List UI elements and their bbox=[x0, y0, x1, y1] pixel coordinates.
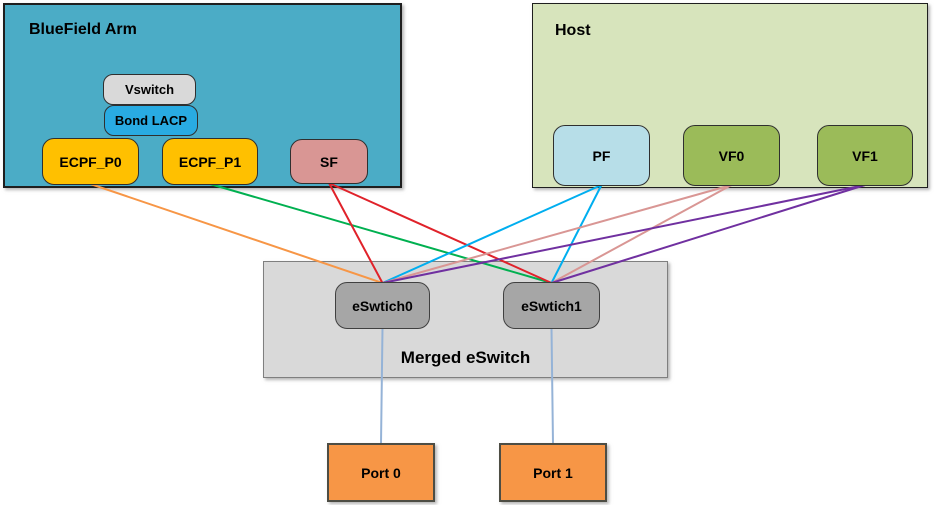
node-port1: Port 1 bbox=[499, 443, 607, 502]
node-vf0: VF0 bbox=[683, 125, 780, 186]
node-vswitch-label: Vswitch bbox=[124, 82, 175, 97]
node-eswtich1: eSwtich1 bbox=[503, 282, 600, 329]
host-title: Host bbox=[555, 22, 591, 39]
node-sf: SF bbox=[290, 139, 368, 184]
node-eswtich0: eSwtich0 bbox=[335, 282, 430, 329]
merged-eswitch-title: Merged eSwitch bbox=[400, 348, 531, 367]
node-bond-lacp-label: Bond LACP bbox=[114, 113, 188, 128]
node-pf: PF bbox=[553, 125, 650, 186]
merged-eswitch-container: Merged eSwitch bbox=[263, 261, 668, 378]
bluefield-arm-title: BlueField Arm bbox=[29, 21, 137, 38]
node-port0: Port 0 bbox=[327, 443, 435, 502]
node-vf0-label: VF0 bbox=[718, 147, 745, 164]
node-vswitch: Vswitch bbox=[103, 74, 196, 105]
node-ecpf-p1: ECPF_P1 bbox=[162, 138, 258, 185]
node-bond-lacp: Bond LACP bbox=[104, 105, 198, 136]
node-port0-label: Port 0 bbox=[361, 464, 401, 481]
node-vf1: VF1 bbox=[817, 125, 913, 186]
node-eswtich1-label: eSwtich1 bbox=[521, 297, 582, 314]
node-vf1-label: VF1 bbox=[852, 147, 878, 164]
node-ecpf-p0-label: ECPF_P0 bbox=[59, 153, 122, 170]
node-sf-label: SF bbox=[320, 153, 338, 170]
node-eswtich0-label: eSwtich0 bbox=[352, 297, 413, 314]
node-ecpf-p1-label: ECPF_P1 bbox=[178, 153, 242, 170]
node-pf-label: PF bbox=[592, 147, 611, 164]
node-port1-label: Port 1 bbox=[533, 464, 573, 481]
node-ecpf-p0: ECPF_P0 bbox=[42, 138, 139, 185]
